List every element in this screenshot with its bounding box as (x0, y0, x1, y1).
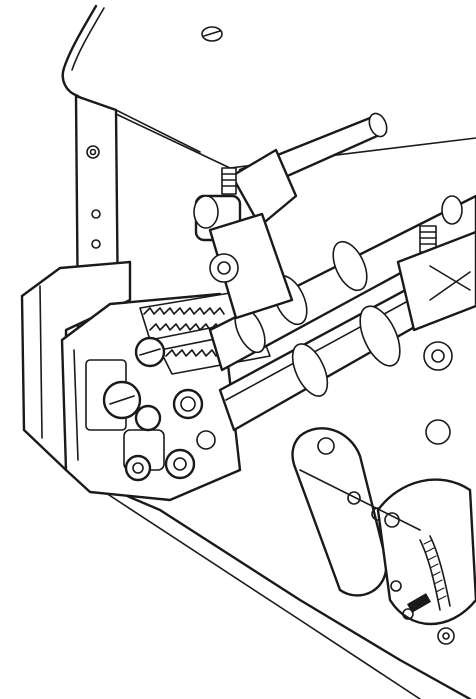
base-hole-icon (402, 608, 414, 620)
front-knobs (102, 336, 216, 482)
knob-icon (134, 404, 162, 432)
bracket-hole-icon (91, 239, 101, 249)
base-hole-icon (437, 627, 455, 645)
bracket-hole-icon (91, 209, 101, 219)
bracket-hole-icon (86, 145, 100, 159)
right-mechanism (396, 195, 476, 445)
top-plate (61, 4, 476, 169)
base-hole-icon (390, 580, 402, 592)
knob-icon (124, 454, 152, 482)
upper-clamp (193, 148, 298, 320)
scale-plate (376, 478, 476, 626)
knob-icon (196, 430, 216, 450)
base-details (299, 469, 455, 645)
knob-icon (172, 388, 204, 420)
lower-lever-arm (291, 427, 388, 597)
knob-icon (164, 448, 196, 480)
